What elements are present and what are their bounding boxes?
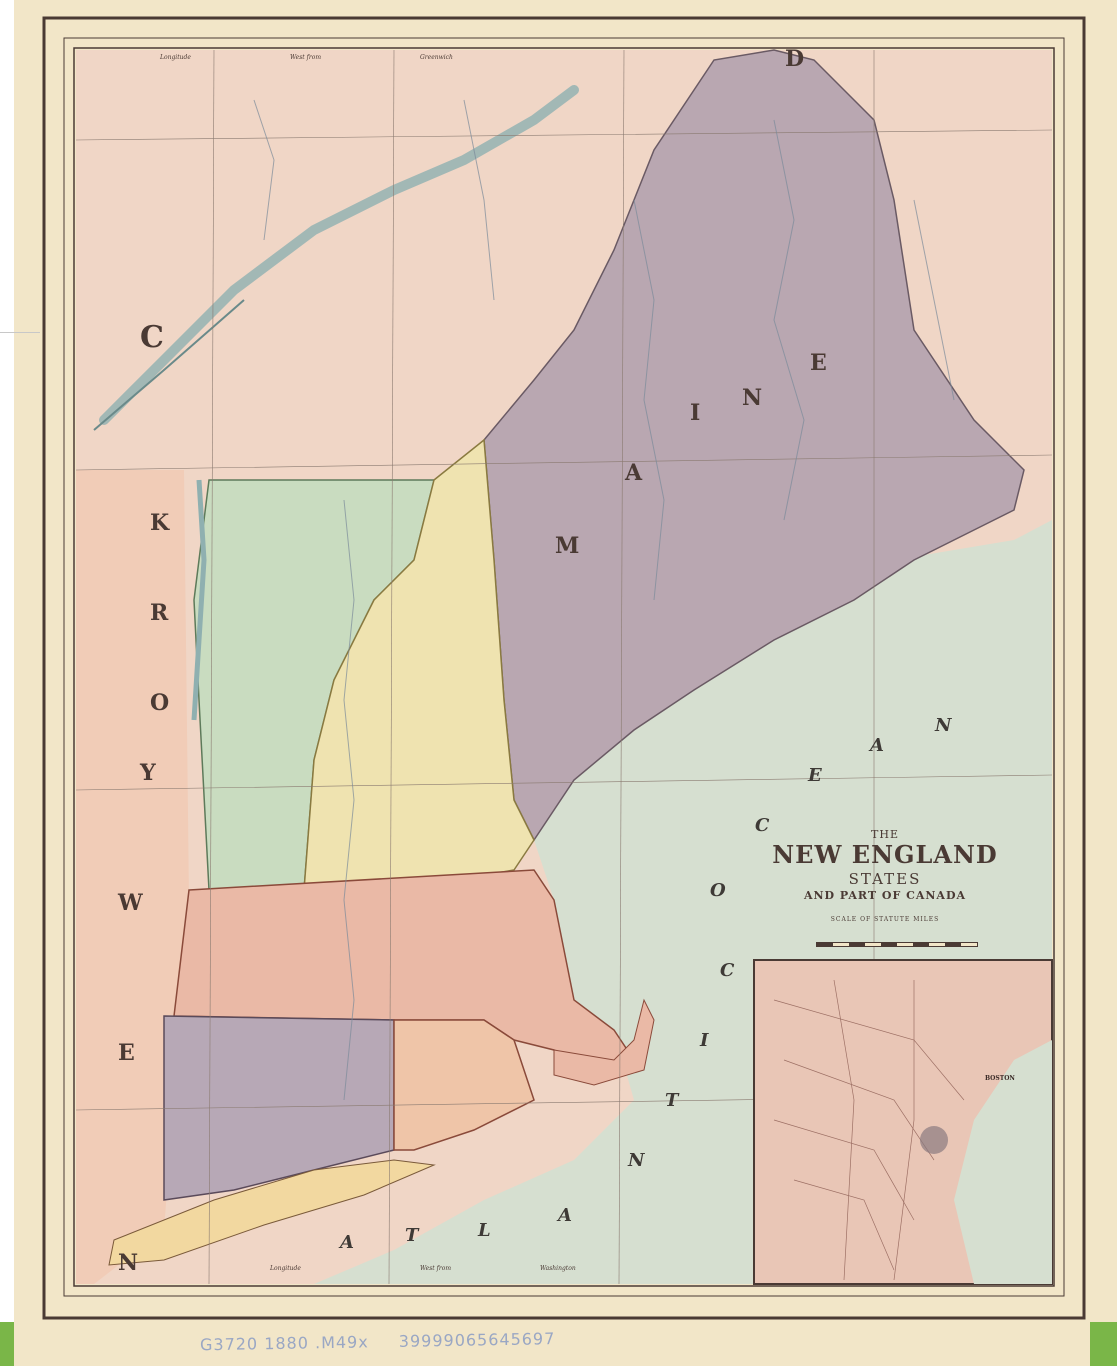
label-atlantic-c: C xyxy=(720,960,735,981)
label-atlantic-t2: T xyxy=(665,1090,679,1111)
label-maine-i: I xyxy=(690,400,701,426)
long-island xyxy=(108,1159,436,1266)
new-york-region xyxy=(76,470,189,1284)
label-atlantic-t: T xyxy=(405,1225,419,1246)
label-ny-r: R xyxy=(150,600,169,626)
title-the: THE xyxy=(871,828,899,841)
label-dominion-d: D xyxy=(785,46,805,72)
label-maine-n: N xyxy=(742,385,763,411)
label-ocean-e: E xyxy=(808,765,822,786)
accent-bar-left xyxy=(0,1322,14,1366)
label-ocean-a: A xyxy=(870,735,884,756)
label-atlantic-i: I xyxy=(700,1030,709,1051)
new-england-map xyxy=(42,16,1086,1320)
label-ocean-c: C xyxy=(755,815,770,836)
inset-water xyxy=(954,1040,1052,1284)
header-greenwich: Greenwich xyxy=(420,54,453,61)
rivers xyxy=(253,99,955,1101)
river-edge xyxy=(93,299,245,431)
label-ny-e: E xyxy=(118,1040,135,1066)
atlantic-ocean xyxy=(314,520,1052,1284)
lake-champlain xyxy=(191,479,207,721)
maine-state xyxy=(483,49,1025,842)
header-west-from: West from xyxy=(290,54,322,61)
inner-frame xyxy=(63,37,1065,1297)
label-ny-n: N xyxy=(118,1250,139,1276)
label-maine-m: M xyxy=(555,533,580,559)
label-ny-y: Y xyxy=(140,760,156,786)
label-atlantic-a2: A xyxy=(558,1205,572,1226)
title-states: STATES xyxy=(848,870,922,888)
accent-bar-right xyxy=(1090,1322,1117,1366)
label-ocean-o: O xyxy=(710,880,726,901)
neat-line xyxy=(73,47,1055,1287)
divider-line xyxy=(0,332,40,333)
label-ocean-n: N xyxy=(935,715,952,736)
header-longitude: Longitude xyxy=(160,54,191,61)
cape-cod xyxy=(553,998,655,1086)
call-number-text: G3720 1880 .M49x xyxy=(199,1332,369,1355)
inset-boston-label: BOSTON xyxy=(985,1075,1015,1082)
barcode-number-text: 39999065645697 xyxy=(398,1329,556,1351)
st-lawrence-river xyxy=(99,85,579,425)
label-atlantic-a: A xyxy=(340,1232,354,1253)
label-maine-e: E xyxy=(810,350,827,376)
label-atlantic-n: N xyxy=(628,1150,645,1171)
label-canada-c: C xyxy=(140,320,164,355)
outer-frame xyxy=(42,16,1086,1320)
rhode-island-state xyxy=(393,1019,535,1151)
inset-streets xyxy=(773,979,965,1281)
footer-west-from: West from xyxy=(420,1265,452,1272)
footer-washington: Washington xyxy=(540,1265,576,1272)
title-subtitle: AND PART OF CANADA xyxy=(803,889,967,902)
map-title-block: THE NEW ENGLAND STATES AND PART OF CANAD… xyxy=(760,828,1010,923)
label-atlantic-l: L xyxy=(478,1220,491,1241)
inset-city-core xyxy=(920,1126,948,1154)
label-maine-a: A xyxy=(625,460,643,486)
title-new-england: NEW ENGLAND xyxy=(772,840,998,869)
label-ny-o: O xyxy=(150,690,170,716)
scale-caption: SCALE OF STATUTE MILES xyxy=(830,916,940,923)
footer-longitude: Longitude xyxy=(270,1265,301,1272)
label-ny-k: K xyxy=(150,510,170,536)
scale-bar xyxy=(816,942,978,947)
label-ny-w: W xyxy=(118,890,143,916)
